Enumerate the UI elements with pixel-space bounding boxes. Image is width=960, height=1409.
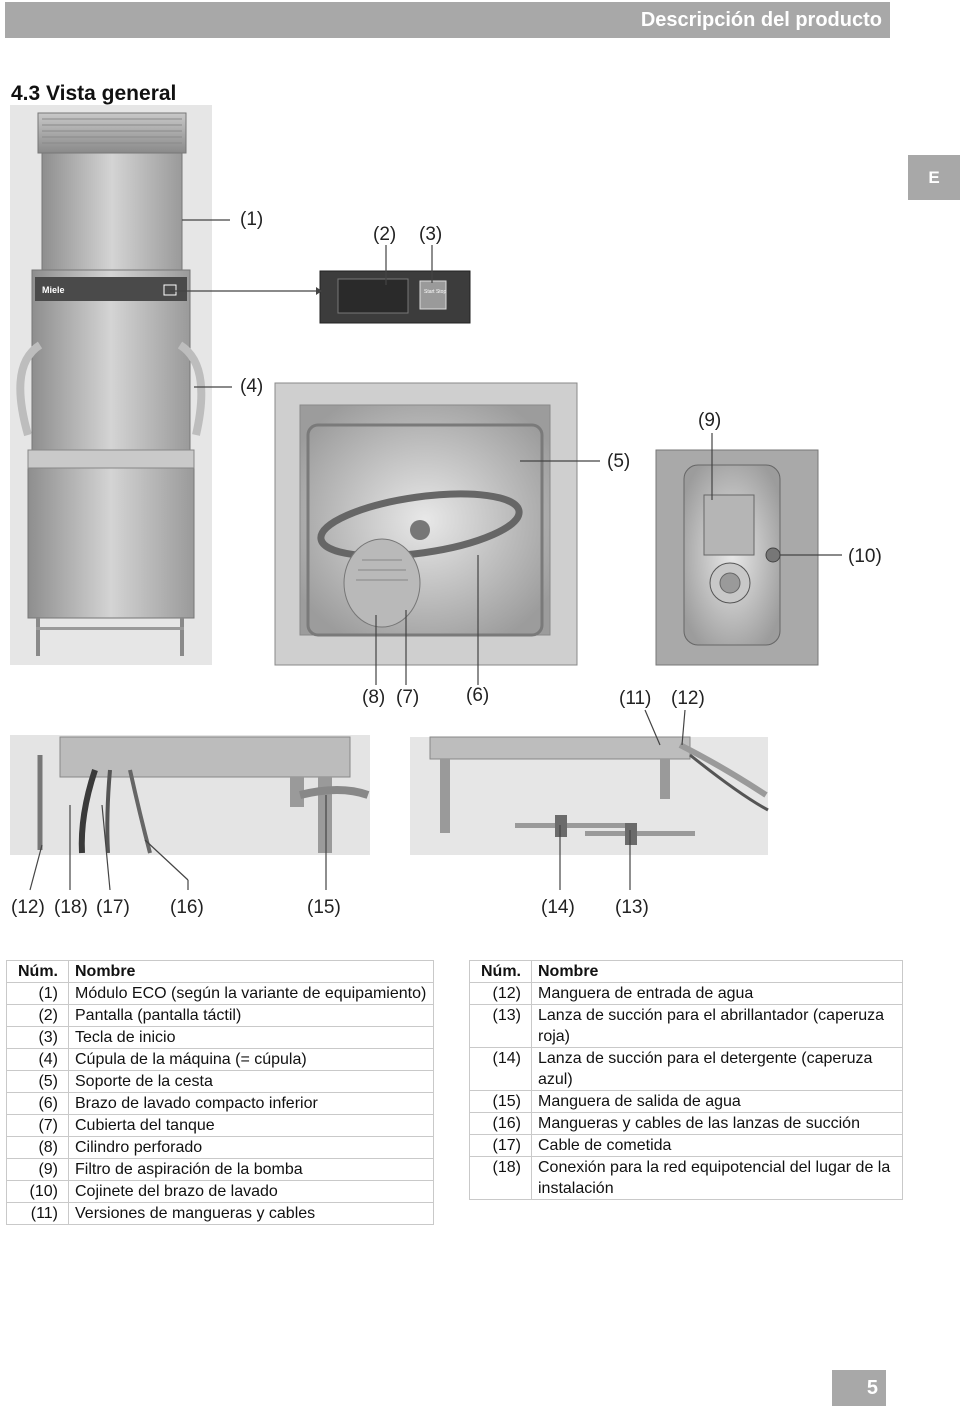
table-row: (3)Tecla de inicio: [6, 1026, 434, 1049]
callout-3: (3): [419, 224, 443, 245]
row-number: (16): [469, 1112, 532, 1135]
section-title: 4.3 Vista general: [11, 82, 177, 105]
callout-7: (7): [396, 687, 420, 708]
callout-15: (15): [307, 897, 341, 918]
machine-illustration: Miele: [10, 105, 212, 665]
row-name: Conexión para la red equipotencial del l…: [531, 1156, 903, 1200]
legend-header-name: Nombre: [68, 960, 434, 983]
row-number: (12): [469, 982, 532, 1005]
hose-connections-photo: [10, 735, 370, 855]
row-number: (10): [6, 1180, 69, 1203]
filter-detail-photo: [655, 449, 819, 666]
table-row: (18)Conexión para la red equipotencial d…: [469, 1156, 903, 1200]
callout-16: (16): [170, 897, 204, 918]
row-number: (3): [6, 1026, 69, 1049]
row-number: (4): [6, 1048, 69, 1071]
table-row: (1)Módulo ECO (según la variante de equi…: [6, 982, 434, 1005]
control-panel-detail: Start Stop: [319, 270, 471, 324]
callout-9: (9): [698, 410, 722, 431]
table-row: (6)Brazo de lavado compacto inferior: [6, 1092, 434, 1115]
row-name: Manguera de salida de agua: [531, 1090, 903, 1113]
callout-4: (4): [240, 376, 264, 397]
table-row: (4)Cúpula de la máquina (= cúpula): [6, 1048, 434, 1071]
callout-10: (10): [848, 546, 882, 567]
table-row: (7)Cubierta del tanque: [6, 1114, 434, 1137]
row-name: Manguera de entrada de agua: [531, 982, 903, 1005]
legend-header-num: Núm.: [6, 960, 69, 983]
table-row: (15)Manguera de salida de agua: [469, 1090, 903, 1113]
row-number: (15): [469, 1090, 532, 1113]
row-name: Cilindro perforado: [68, 1136, 434, 1159]
table-row: (10)Cojinete del brazo de lavado: [6, 1180, 434, 1203]
callout-12-bottom: (12): [11, 897, 45, 918]
row-number: (7): [6, 1114, 69, 1137]
row-name: Pantalla (pantalla táctil): [68, 1004, 434, 1027]
callout-8: (8): [362, 687, 386, 708]
suction-lances-photo: [410, 736, 769, 855]
product-figure: Miele Start Stop: [0, 105, 960, 935]
row-name: Lanza de succión para el abrillantador (…: [531, 1004, 903, 1048]
callout-1: (1): [240, 209, 264, 230]
callout-5: (5): [607, 451, 631, 472]
row-name: Brazo de lavado compacto inferior: [68, 1092, 434, 1115]
table-row: (12)Manguera de entrada de agua: [469, 982, 903, 1005]
callout-2: (2): [373, 224, 397, 245]
row-name: Tecla de inicio: [68, 1026, 434, 1049]
callout-18: (18): [54, 897, 88, 918]
row-name: Cubierta del tanque: [68, 1114, 434, 1137]
row-number: (8): [6, 1136, 69, 1159]
legend-table-left: Núm. Nombre (1)Módulo ECO (según la vari…: [6, 960, 434, 1225]
header-title: Descripción del producto: [640, 9, 882, 31]
row-number: (13): [469, 1004, 532, 1048]
table-row: (14)Lanza de succión para el detergente …: [469, 1047, 903, 1091]
table-row: (11)Versiones de mangueras y cables: [6, 1202, 434, 1225]
product-illustration: Miele Start Stop: [10, 105, 842, 891]
header-bar: Descripción del producto: [5, 2, 890, 38]
machine-logo-text: Miele: [42, 285, 65, 295]
table-row: (17)Cable de cometida: [469, 1134, 903, 1157]
row-name: Filtro de aspiración de la bomba: [68, 1158, 434, 1181]
callout-12-top: (12): [671, 688, 705, 709]
legend-header-num: Núm.: [469, 960, 532, 983]
row-name: Lanza de succión para el detergente (cap…: [531, 1047, 903, 1091]
tank-interior-photo: [274, 382, 578, 666]
callout-6: (6): [466, 685, 490, 706]
table-row: (13)Lanza de succión para el abrillantad…: [469, 1004, 903, 1048]
callout-17: (17): [96, 897, 130, 918]
legend-header-name: Nombre: [531, 960, 903, 983]
row-number: (14): [469, 1047, 532, 1091]
row-number: (1): [6, 982, 69, 1005]
callout-11: (11): [619, 688, 652, 709]
row-number: (2): [6, 1004, 69, 1027]
row-number: (18): [469, 1156, 532, 1200]
row-name: Soporte de la cesta: [68, 1070, 434, 1093]
legend-table-right: Núm. Nombre (12)Manguera de entrada de a…: [469, 960, 903, 1200]
row-name: Mangueras y cables de las lanzas de succ…: [531, 1112, 903, 1135]
row-name: Cable de cometida: [531, 1134, 903, 1157]
callout-13: (13): [615, 897, 649, 918]
start-stop-label: Start Stop: [424, 289, 446, 295]
table-row: (16)Mangueras y cables de las lanzas de …: [469, 1112, 903, 1135]
row-number: (6): [6, 1092, 69, 1115]
table-row: (8)Cilindro perforado: [6, 1136, 434, 1159]
language-tab: E: [908, 155, 960, 200]
row-name: Cojinete del brazo de lavado: [68, 1180, 434, 1203]
row-number: (5): [6, 1070, 69, 1093]
row-name: Versiones de mangueras y cables: [68, 1202, 434, 1225]
table-row: (5)Soporte de la cesta: [6, 1070, 434, 1093]
row-number: (9): [6, 1158, 69, 1181]
page-number: 5: [832, 1370, 886, 1406]
row-number: (11): [6, 1202, 69, 1225]
callout-14: (14): [541, 897, 575, 918]
row-name: Cúpula de la máquina (= cúpula): [68, 1048, 434, 1071]
table-row: (9)Filtro de aspiración de la bomba: [6, 1158, 434, 1181]
row-number: (17): [469, 1134, 532, 1157]
row-name: Módulo ECO (según la variante de equipam…: [68, 982, 434, 1005]
table-row: (2)Pantalla (pantalla táctil): [6, 1004, 434, 1027]
